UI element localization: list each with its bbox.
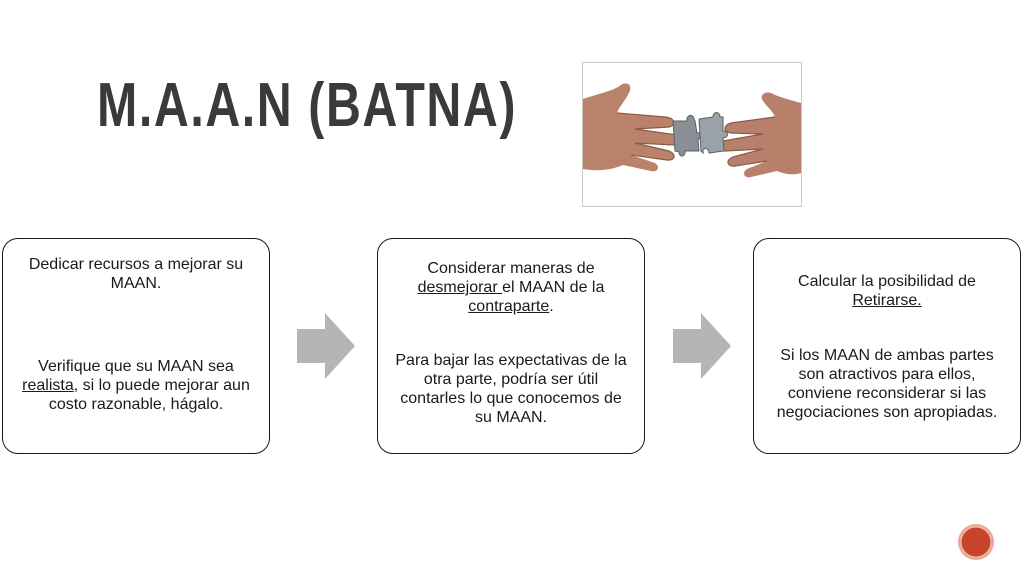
step-box-3: Calcular la posibilidad de Retirarse. Si… — [753, 238, 1021, 454]
slide-badge-icon[interactable] — [957, 523, 995, 561]
step-3-detail: Si los MAAN de ambas partes son atractiv… — [776, 347, 998, 421]
arrow-right-icon — [673, 313, 731, 379]
slide-title: M.A.A.N (BATNA) — [97, 71, 518, 140]
realista-link[interactable]: realista — [22, 377, 74, 394]
step-box-2: Considerar maneras de desmejorar el MAAN… — [377, 238, 645, 454]
step-2-detail: Para bajar las expectativas de la otra p… — [395, 352, 627, 426]
hands-puzzle-image — [582, 62, 802, 207]
contraparte-link[interactable]: contraparte — [468, 298, 550, 315]
step-1-detail: Verifique que su MAAN sea realista, si l… — [22, 358, 250, 413]
step-1-heading: Dedicar recursos a mejorar su MAAN. — [28, 256, 244, 292]
hands-puzzle-icon — [583, 83, 801, 178]
step-3-heading: Calcular la posibilidad de Retirarse. — [798, 273, 976, 309]
desmejorar-link[interactable]: desmejorar — [417, 279, 503, 296]
retirarse-link[interactable]: Retirarse. — [852, 292, 922, 309]
step-2-heading: Considerar maneras de desmejorar el MAAN… — [417, 260, 605, 315]
arrow-right-icon — [297, 313, 355, 379]
step-box-1: Dedicar recursos a mejorar su MAAN. Veri… — [2, 238, 270, 454]
